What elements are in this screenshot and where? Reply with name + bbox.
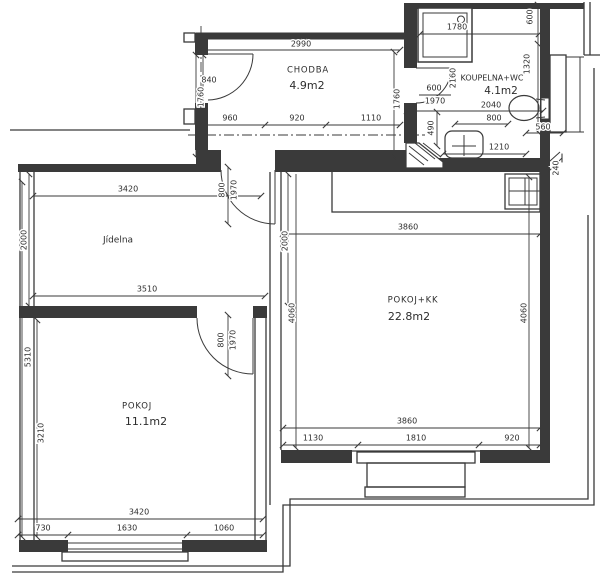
dim-jidelna-door-width: 800 [218,182,227,197]
room-labels: CHODBA 4.9m2 KOUPELNA+WC 4.1m2 Jídelna P… [102,66,524,429]
balcony-door-step1 [356,451,476,464]
dim-bath-top: 600 [526,9,535,24]
wall-jidelna-pokojkk [269,172,282,505]
door-pokoj [196,317,254,375]
room-name-pokoj: POKOJ [122,402,152,412]
window-sill-pokoj [61,551,189,562]
wall-bath-left-lower [404,103,417,143]
door-jidelna [220,169,276,225]
dim-pokojkk-left: 4060 [288,303,297,323]
dim-pokoj-door-width: 800 [217,332,226,347]
dim-wall-step: 240 [552,160,561,175]
room-name-pokojkk: POKOJ+KK [388,296,439,306]
wall-right-step [549,54,567,133]
dim-entry-door-width: 840 [201,76,216,85]
dim-jidelna-bottom: 3510 [137,285,157,294]
dim-jidelna-left: 2000 [20,230,29,250]
door-bathroom [415,67,452,104]
dim-bath-800: 800 [486,114,501,123]
wall-mid-seg1 [196,150,221,172]
wall-nib-bottom [183,108,196,125]
dim-jidelna-top: 3420 [118,185,138,194]
dimension-lines [14,1,567,541]
dim-chodba-seg1: 960 [222,114,237,123]
room-name-jidelna: Jídelna [102,236,133,246]
balcony-door-step3 [364,486,466,498]
shaft [405,142,444,169]
dim-pokojkk-b1: 1130 [303,434,323,443]
wall-mid-seg2 [275,150,412,172]
dim-pokoj-b1: 730 [35,524,50,533]
window-pokoj [68,542,182,550]
dimension-labels: 2990 840 1760 1760 960 920 1110 1780 600… [18,8,562,534]
dim-bath-490: 490 [427,120,436,135]
door-entry [207,53,254,101]
terrace-outer [12,68,595,573]
dim-chodba-seg2: 920 [289,114,304,123]
dim-chodba-width: 2990 [291,40,311,49]
dim-chodba-right: 1760 [393,89,402,109]
terrace-inner [12,215,589,567]
wall-bath-left-upper [404,4,417,68]
wall-pokoj-bottom-left [19,540,68,552]
room-area-koupelna: 4.1m2 [484,85,518,97]
wall-bath-south [412,158,545,172]
wall-right-step-lines [550,56,584,133]
dim-chodba-seg3: 1110 [361,114,381,123]
dim-bath-door-height: 1970 [425,97,445,106]
wall-entry-pier-top [195,33,208,55]
wall-pokojkk-bottom-right [480,450,545,463]
wall-nib-top [183,32,196,43]
dim-pokojkk-bottom: 3860 [397,417,417,426]
dim-pokoj-b3: 1060 [214,524,234,533]
dim-pokoj-left: 3210 [37,423,46,443]
toilet-connection [535,98,546,119]
doors [196,53,452,375]
room-area-pokojkk: 22.8m2 [388,310,430,323]
room-area-chodba: 4.9m2 [289,79,324,92]
wall-right-exterior [540,9,550,463]
dim-pokojkk-right: 4060 [520,303,529,323]
wall-divider-pier [253,306,267,318]
room-name-chodba: CHODBA [287,66,329,76]
dim-jidelna-door-height: 1970 [230,180,239,200]
wall-entry-pier-bottom [195,103,208,150]
wall-pokoj-right [254,306,267,552]
dim-bath-right: 1320 [523,54,532,74]
wall-pokoj-bottom-right [182,540,267,552]
dim-jidelna-right: 2000 [281,231,290,251]
dim-pokojkk-b3: 920 [504,434,519,443]
terrace-top-right [583,2,600,56]
wall-jidelna-pokoj-divider [19,306,197,318]
wall-pokojkk-bottom-left [281,450,352,463]
room-name-koupelna: KOUPELNA+WC [461,74,524,83]
walls [10,3,584,562]
dim-left-total: 5310 [24,347,33,367]
dim-pokojkk-b2: 1810 [406,434,426,443]
dim-bath-inner-width: 2040 [481,101,501,110]
wall-jidelna-top [18,164,196,172]
terrace-outline [12,2,600,573]
shaft-hatching [408,142,442,166]
dim-bath-560: 560 [535,123,550,132]
balcony-door-step2 [366,462,466,488]
dim-pokoj-door-height: 1970 [229,330,238,350]
dim-bath-leaf: 2160 [449,68,458,88]
dim-bath-door-width: 600 [426,84,441,93]
dim-bath-bottom: 1210 [489,143,509,152]
dim-pokojkk-top: 3860 [398,223,418,232]
room-area-pokoj: 11.1m2 [125,415,167,428]
dim-pokoj-bottom: 3420 [129,508,149,517]
shower-drain-icon [457,15,465,24]
dim-chodba-left: 1760 [197,87,206,107]
dim-bath-width: 1780 [447,23,467,32]
toilet-tank [540,97,550,120]
toilet-bowl [508,94,540,122]
kitchen-sink-cross-icon [509,178,541,205]
dim-pokoj-b2: 1630 [117,524,137,533]
